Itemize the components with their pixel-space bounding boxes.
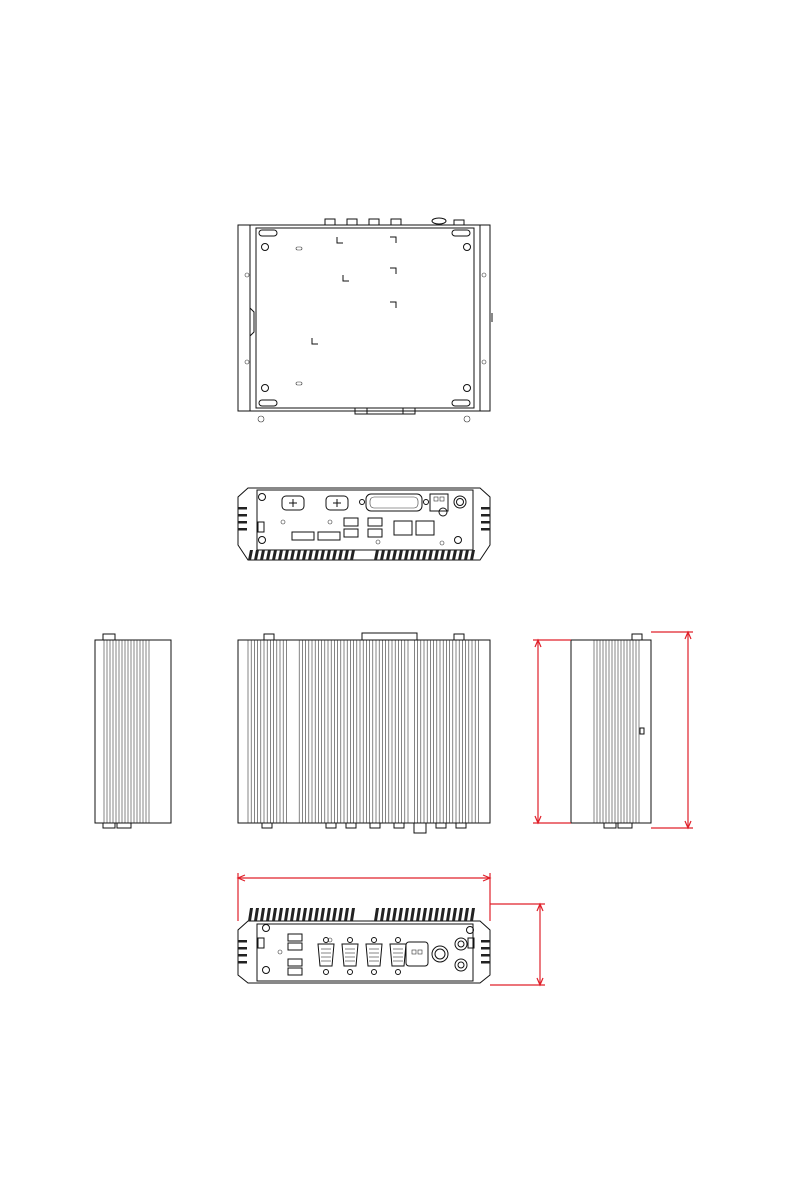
heatsink-fin bbox=[452, 550, 457, 560]
heatsink-fin bbox=[284, 550, 289, 560]
heatsink-fin bbox=[410, 550, 415, 560]
heatsink-fin bbox=[290, 550, 295, 560]
heatsink-fin bbox=[440, 908, 445, 921]
heatsink-fin bbox=[248, 550, 253, 560]
heatsink-fin bbox=[296, 550, 301, 560]
heatsink-fin bbox=[374, 908, 379, 921]
heatsink-fin bbox=[278, 550, 283, 560]
heatsink-fin bbox=[398, 908, 403, 921]
heatsink-fin bbox=[470, 550, 475, 560]
heatsink-fin bbox=[326, 908, 331, 921]
heatsink-fin bbox=[350, 908, 355, 921]
heatsink-fin bbox=[470, 908, 475, 921]
heatsink-fin bbox=[458, 908, 463, 921]
heatsink-fin bbox=[308, 908, 313, 921]
heatsink-fin bbox=[332, 550, 337, 560]
heatsink-fin bbox=[284, 908, 289, 921]
heatsink-fin bbox=[404, 550, 409, 560]
heatsink-fin bbox=[296, 908, 301, 921]
screw-icon bbox=[348, 970, 353, 975]
heatsink-fin bbox=[266, 550, 271, 560]
screw-icon bbox=[372, 938, 377, 943]
heatsink-fin bbox=[464, 908, 469, 921]
heatsink-fin bbox=[338, 908, 343, 921]
heatsink-fin bbox=[404, 908, 409, 921]
heatsink-fin bbox=[398, 550, 403, 560]
heatsink-fin bbox=[428, 908, 433, 921]
serial-port bbox=[390, 944, 406, 966]
screw-icon bbox=[396, 970, 401, 975]
heatsink-fin bbox=[422, 550, 427, 560]
heatsink-fin bbox=[326, 550, 331, 560]
left-side-view bbox=[95, 634, 171, 828]
heatsink-fin bbox=[314, 550, 319, 560]
heatsink-fin bbox=[248, 908, 253, 921]
heatsink-fin bbox=[392, 908, 397, 921]
heatsink-fin bbox=[350, 550, 355, 560]
heatsink-fin bbox=[464, 550, 469, 560]
serial-port bbox=[366, 944, 382, 966]
heatsink-fin bbox=[308, 550, 313, 560]
heatsink-fin bbox=[302, 550, 307, 560]
heatsink-fin bbox=[416, 550, 421, 560]
heatsink-fin bbox=[320, 550, 325, 560]
heatsink-fin bbox=[302, 908, 307, 921]
heatsink-fin bbox=[440, 550, 445, 560]
screw-icon bbox=[324, 970, 329, 975]
serial-port bbox=[342, 944, 358, 966]
screw-icon bbox=[372, 970, 377, 975]
heatsink-fin bbox=[272, 908, 277, 921]
heatsink-fin bbox=[434, 550, 439, 560]
heatsink-fin bbox=[386, 908, 391, 921]
heatsink-fin bbox=[416, 908, 421, 921]
heatsink-fin bbox=[422, 908, 427, 921]
heatsink-fin bbox=[260, 550, 265, 560]
heatsink-fin bbox=[332, 908, 337, 921]
front-view bbox=[238, 633, 490, 833]
heatsink-fin bbox=[290, 908, 295, 921]
heatsink-fin bbox=[380, 908, 385, 921]
heatsink-fin bbox=[392, 550, 397, 560]
heatsink-fin bbox=[452, 908, 457, 921]
bottom-view bbox=[238, 908, 490, 983]
heatsink-fin bbox=[374, 550, 379, 560]
heatsink-fin bbox=[458, 550, 463, 560]
heatsink-fin bbox=[428, 550, 433, 560]
heatsink-fin bbox=[266, 908, 271, 921]
screw-icon bbox=[348, 938, 353, 943]
screw-icon bbox=[396, 938, 401, 943]
serial-port bbox=[318, 944, 334, 966]
heatsink-fin bbox=[338, 550, 343, 560]
rear-view bbox=[238, 488, 490, 560]
heatsink-fin bbox=[434, 908, 439, 921]
heatsink-fin bbox=[380, 550, 385, 560]
heatsink-fin bbox=[446, 550, 451, 560]
heatsink-fin bbox=[320, 908, 325, 921]
heatsink-fin bbox=[254, 908, 259, 921]
heatsink-fin bbox=[278, 908, 283, 921]
heatsink-fin bbox=[272, 550, 277, 560]
heatsink-fin bbox=[314, 908, 319, 921]
heatsink-fin bbox=[254, 550, 259, 560]
heatsink-fin bbox=[260, 908, 265, 921]
heatsink-fin bbox=[344, 550, 349, 560]
right-side-view bbox=[571, 634, 651, 828]
heatsink-fin bbox=[386, 550, 391, 560]
heatsink-fin bbox=[344, 908, 349, 921]
heatsink-fin bbox=[446, 908, 451, 921]
heatsink-fin bbox=[410, 908, 415, 921]
top-view bbox=[238, 218, 492, 422]
